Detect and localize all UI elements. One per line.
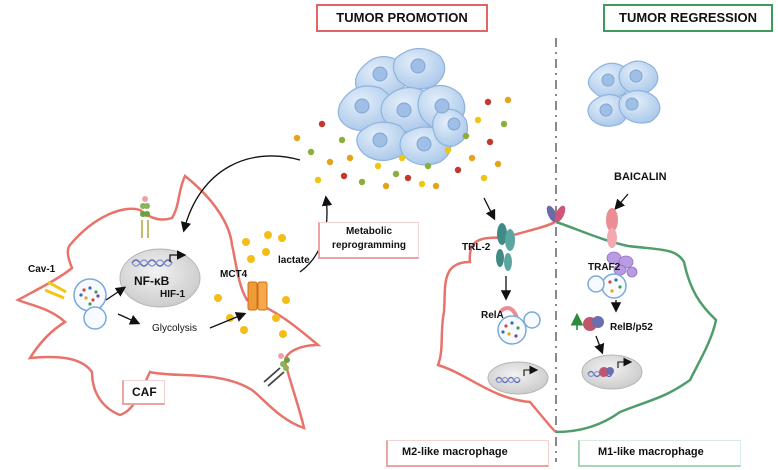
- arrow-vesicle-to-glycolysis: [117, 313, 141, 325]
- m1-cargo-dots: [608, 278, 622, 293]
- arrow-glycolysis-to-mct4: [209, 312, 247, 329]
- arrow-to-tlr2: [483, 197, 496, 221]
- m1-label-box: M1-like macrophage: [578, 440, 741, 467]
- arrow-baicalin: [614, 193, 629, 210]
- mct4-label: MCT4: [220, 269, 248, 280]
- lactate-label: lactate: [278, 255, 310, 266]
- caf-transcription-arrow: [169, 250, 187, 262]
- baicalin-label: BAICALIN: [614, 171, 667, 183]
- hif1-label: HIF-1: [160, 289, 185, 300]
- m2-label: M2-like macrophage: [402, 446, 508, 458]
- rela-label: RelA: [481, 310, 504, 321]
- tumor-promotion-header: TUMOR PROMOTION: [316, 4, 488, 32]
- traf2-label: TRAF2: [588, 262, 621, 273]
- baicalin-receptor: [606, 208, 618, 248]
- tumor-nuclei: [354, 58, 461, 152]
- lactate-dots: [214, 231, 290, 338]
- arrow-metabolites-to-caf: [180, 155, 301, 233]
- caf-label: CAF: [132, 385, 157, 399]
- relb-p52-complex: [583, 316, 604, 331]
- m2-vesicle: [497, 315, 527, 345]
- tlr2-receptor: [496, 223, 515, 271]
- tumor-regression-header: TUMOR REGRESSION: [603, 4, 773, 32]
- m1-label: M1-like macrophage: [598, 446, 704, 458]
- arrow-relb-to-nucleus: [594, 335, 605, 355]
- metabolic-label-box: Metabolic reprogramming: [318, 222, 419, 259]
- cargo-dots: [79, 286, 100, 306]
- caf-dna-helix: [131, 259, 173, 267]
- glycolysis-label: Glycolysis: [152, 323, 198, 334]
- mct4-transporter: [247, 281, 268, 311]
- caf-receptor-bottom: [263, 353, 290, 387]
- tumor-promotion-label: TUMOR PROMOTION: [336, 10, 468, 25]
- tumor-cell-cluster-small: [587, 60, 661, 127]
- nfkb-label: NF-κB: [134, 274, 170, 288]
- boundary-receptor: [546, 205, 566, 223]
- caf-receptor-top: [140, 196, 150, 238]
- metabolite-dots: [293, 96, 512, 190]
- m1-vesicle: [601, 273, 627, 299]
- metabolic-label: Metabolic reprogramming: [332, 226, 406, 251]
- m1-membrane: [555, 220, 718, 434]
- m2-cargo-dots: [501, 321, 520, 338]
- caveola-vesicle: [73, 278, 107, 312]
- arrow-cav-to-nucleus: [105, 286, 127, 301]
- tumor-regression-label: TUMOR REGRESSION: [619, 10, 757, 25]
- relb-label: RelB/p52: [610, 322, 653, 333]
- m2-label-box: M2-like macrophage: [386, 440, 549, 467]
- tumor-nuclei-small: [599, 69, 643, 117]
- trl2-label: TRL-2: [462, 242, 491, 253]
- caveola-vesicle: [83, 306, 107, 330]
- caf-label-box: CAF: [122, 380, 165, 405]
- cav1-label: Cav-1: [28, 264, 56, 275]
